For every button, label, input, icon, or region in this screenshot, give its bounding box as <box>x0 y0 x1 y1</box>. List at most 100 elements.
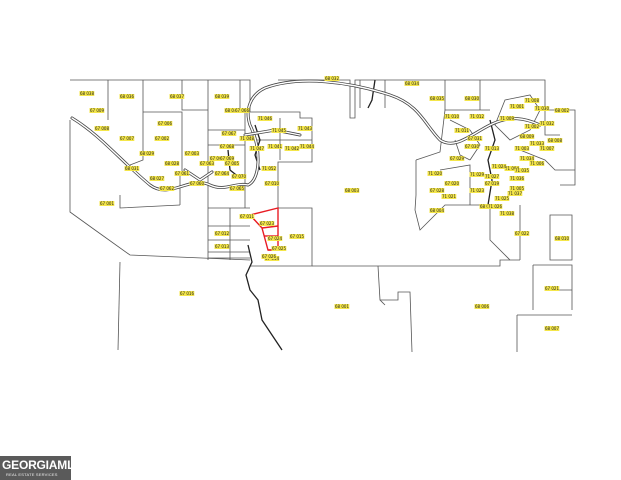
parcel-label-bg <box>547 138 563 143</box>
parcel-label: 71 041 <box>268 144 282 149</box>
parcel-label: 67 021 <box>545 286 559 291</box>
parcel-label-bg <box>267 144 283 149</box>
parcel-label-bg <box>554 108 570 113</box>
parcel-label: 67 005 <box>225 161 239 166</box>
logo-brand: GEORGIAMLS <box>2 458 83 472</box>
parcel-label-bg <box>179 291 195 296</box>
parcel-label: 71 042 <box>285 146 299 151</box>
parcel-label: 71 023 <box>470 188 484 193</box>
parcel-label-bg <box>209 156 225 161</box>
parcel-label: 71 043 <box>298 126 312 131</box>
parcel-label-bg <box>539 146 555 151</box>
parcel-label-bg <box>539 121 555 126</box>
parcel-label-bg <box>174 171 190 176</box>
parcel-label-bg <box>119 136 135 141</box>
parcel-label-bg <box>509 104 525 109</box>
parcel-label-bg <box>164 161 180 166</box>
parcel-label-bg <box>469 172 485 177</box>
parcel-label: 68 029 <box>140 151 154 156</box>
parcel-label: 71 001 <box>510 104 524 109</box>
parcel-label-bg <box>469 188 485 193</box>
parcel-label: 68 037 <box>170 94 184 99</box>
parcel-label-bg <box>214 94 230 99</box>
parcel-label-bg <box>119 94 135 99</box>
parcel-label-bg <box>491 164 507 169</box>
parcel-label: 67 031 <box>468 136 482 141</box>
parcel-label-bg <box>404 81 420 86</box>
parcel-label-bg <box>257 116 273 121</box>
parcel-label: 67 066 <box>235 108 249 113</box>
parcel-label-bg <box>444 181 460 186</box>
parcel-label: 68 009 <box>520 134 534 139</box>
parcel-label: 67 029 <box>450 156 464 161</box>
parcel-label-bg <box>494 196 510 201</box>
parcel-label: 68 038 <box>80 91 94 96</box>
parcel-label: 67 030 <box>465 144 479 149</box>
parcel-label-bg <box>221 131 237 136</box>
parcel-label: 71 029 <box>470 172 484 177</box>
parcel-label-bg <box>261 254 277 259</box>
parcel-label: 71 008 <box>525 98 539 103</box>
parcel-label: 68 010 <box>555 236 569 241</box>
parcel-label-bg <box>449 156 465 161</box>
parcel-label-bg <box>224 161 240 166</box>
parcel-label: 68 007 <box>545 326 559 331</box>
parcel-label-bg <box>334 304 350 309</box>
parcel-label-bg <box>271 128 287 133</box>
parcel-label: 67 028 <box>430 188 444 193</box>
parcel-label: 68 034 <box>405 81 419 86</box>
parcel-label-bg <box>519 134 535 139</box>
parcel-label-bg <box>519 156 535 161</box>
parcel-label: 68 039 <box>215 94 229 99</box>
parcel-label-bg <box>324 76 340 81</box>
parcel-label: 71 020 <box>428 171 442 176</box>
parcel-label: 68 008 <box>548 138 562 143</box>
parcel-label: 71 036 <box>510 176 524 181</box>
parcel-label: 71 027 <box>485 174 499 179</box>
parcel-label: 67 011 <box>240 214 254 219</box>
parcel-label: 71 034 <box>520 156 534 161</box>
parcel-label-bg <box>504 166 520 171</box>
parcel-label-bg <box>524 124 540 129</box>
parcel-label-bg <box>94 126 110 131</box>
parcel-label-bg <box>261 166 277 171</box>
parcel-label: 68 005 <box>480 204 494 209</box>
parcel-label: 71 026 <box>488 204 502 209</box>
parcel-label-bg <box>214 171 230 176</box>
parcel-label: 67 065 <box>230 186 244 191</box>
parcel-label: 68 035 <box>430 96 444 101</box>
parcel-label: 67 069 <box>220 156 234 161</box>
parcel-label-bg <box>444 114 460 119</box>
parcel-boundaries <box>69 79 576 353</box>
parcel-label-bg <box>441 194 457 199</box>
parcel-label: 67 015 <box>290 234 304 239</box>
parcel-label: 68 004 <box>430 208 444 213</box>
parcel-label-bg <box>249 146 265 151</box>
parcel-label-bg <box>344 188 360 193</box>
parcel-label: 68 031 <box>125 166 139 171</box>
parcel-label: 68 001 <box>335 304 349 309</box>
parcel-label: 67 003 <box>185 151 199 156</box>
parcel-label-bg <box>297 126 313 131</box>
parcel-label: 71 037 <box>508 191 522 196</box>
parcel-label-bg <box>239 214 255 219</box>
parcel-label-bg <box>469 114 485 119</box>
parcel-label: 71 045 <box>272 128 286 133</box>
parcel-label-bg <box>169 94 185 99</box>
parcel-label: 71 033 <box>530 141 544 146</box>
parcel-label: 67 067 <box>222 131 236 136</box>
parcel-label: 67 061 <box>175 171 189 176</box>
parcel-label: 71 006 <box>530 161 544 166</box>
parcel-label: 71 003 <box>515 146 529 151</box>
parcel-label: 67 064 <box>215 171 229 176</box>
parcel-label: 67 024 <box>268 236 282 241</box>
parcel-label: 67 012 <box>215 231 229 236</box>
parcel-label: 71 032 <box>540 121 554 126</box>
parcel-label-bg <box>554 236 570 241</box>
parcel-label: 68 032 <box>325 76 339 81</box>
parcel-label-bg <box>219 144 235 149</box>
parcel-label-bg <box>427 171 443 176</box>
parcel-label: 68 040 <box>225 108 239 113</box>
parcel-label: 67 062 <box>160 186 174 191</box>
parcel-label-bg <box>199 161 215 166</box>
